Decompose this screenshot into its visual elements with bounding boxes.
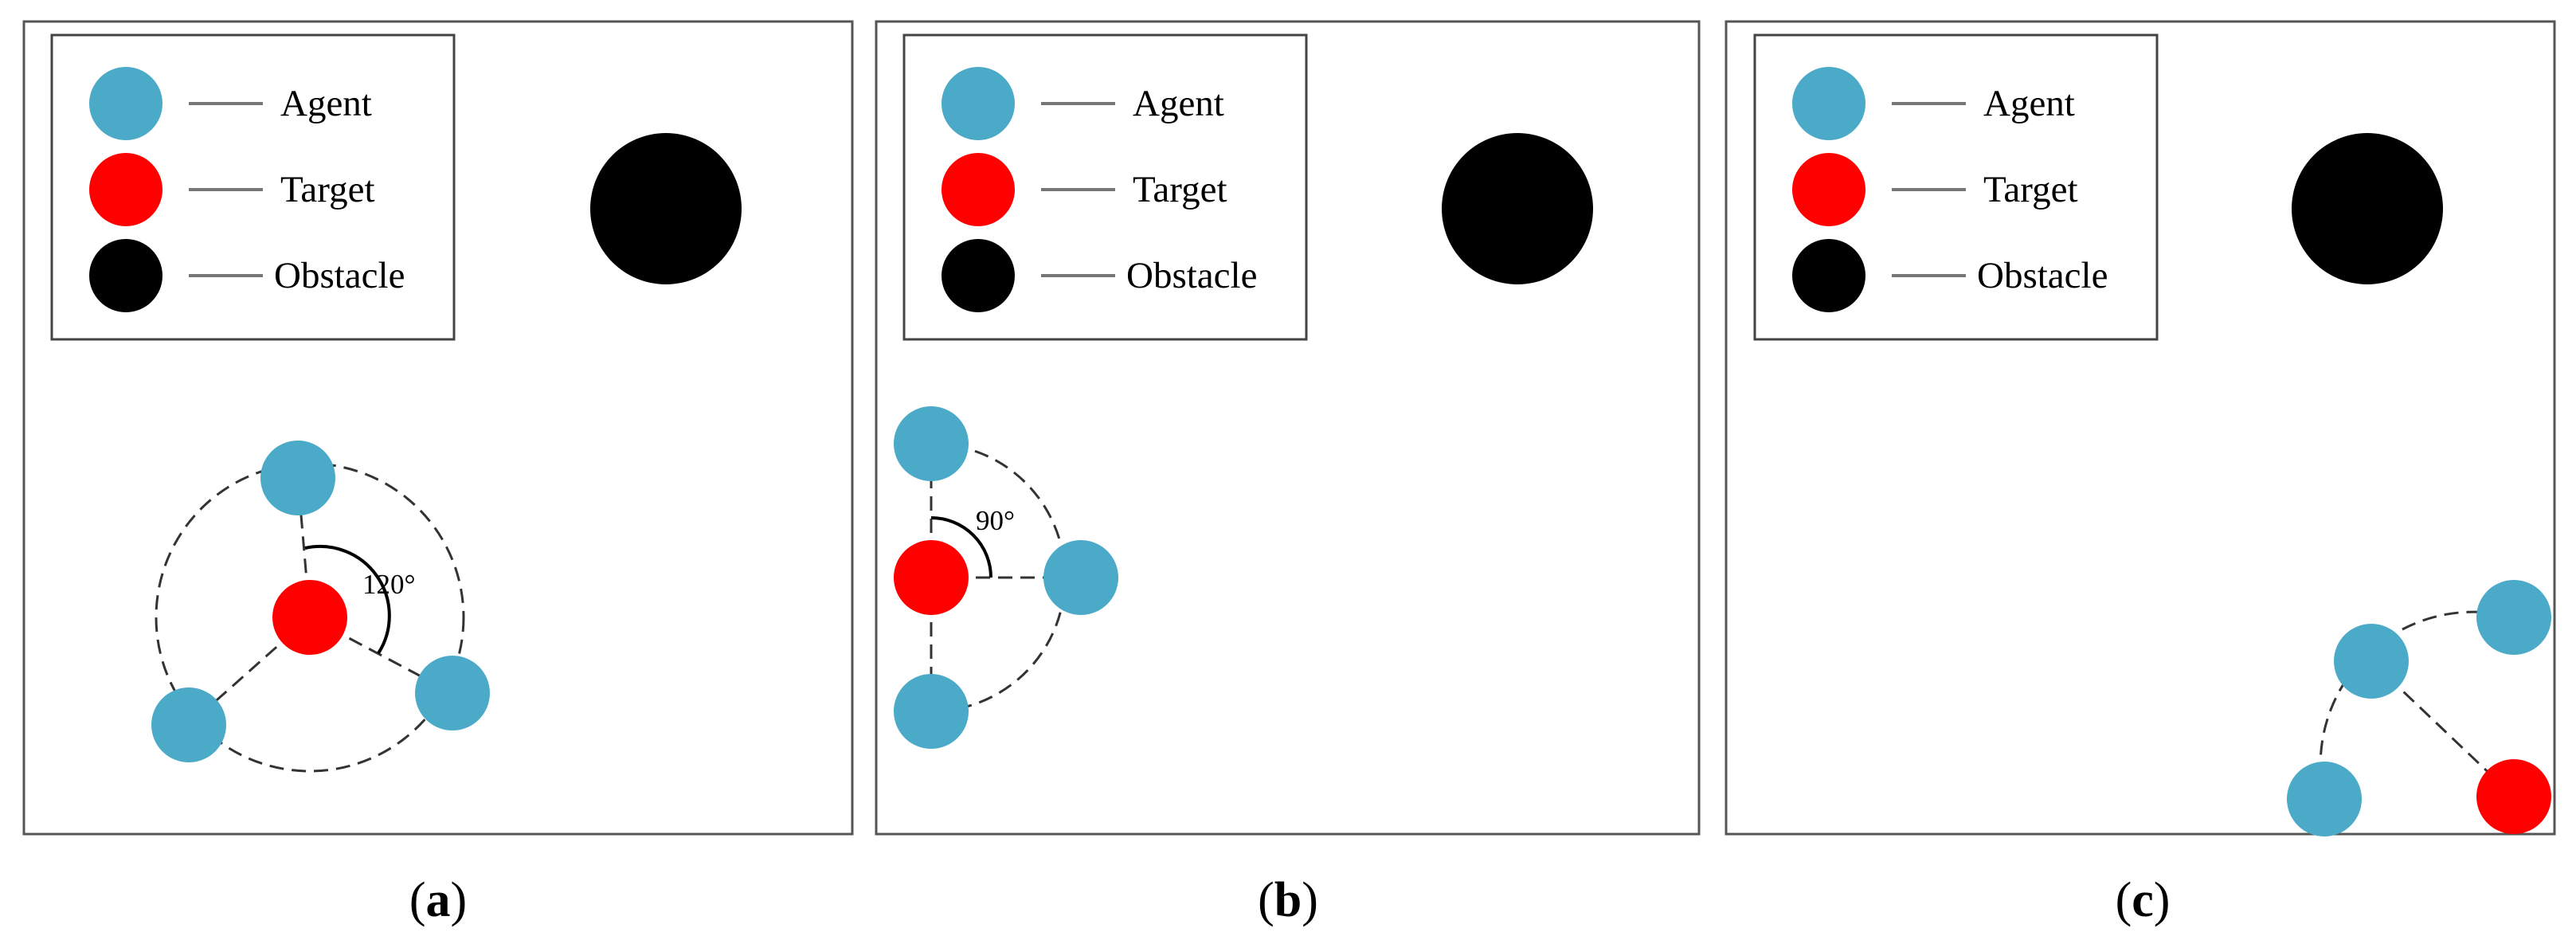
angle-arc bbox=[930, 516, 992, 578]
agent-marker bbox=[894, 674, 969, 749]
agent-marker bbox=[1043, 540, 1118, 615]
agent-marker bbox=[415, 656, 490, 731]
panel-a: Agent Target Obstacle 120° (a) bbox=[22, 20, 854, 927]
legend-target-label: Target bbox=[1133, 169, 1227, 210]
angle-label: 90° bbox=[976, 505, 1015, 536]
obstacle bbox=[2292, 133, 2443, 284]
legend-target-label: Target bbox=[1983, 169, 2078, 210]
legend-box: Agent Target Obstacle bbox=[50, 33, 456, 341]
angle-label: 120° bbox=[362, 569, 416, 600]
target-marker bbox=[894, 540, 969, 615]
legend-obstacle-label: Obstacle bbox=[1126, 255, 1257, 296]
agent-marker bbox=[2476, 580, 2551, 655]
legend-target-label: Target bbox=[280, 169, 375, 210]
target-marker bbox=[2476, 759, 2551, 834]
legend-box: Agent Target Obstacle bbox=[1753, 33, 2159, 341]
target-marker bbox=[272, 580, 347, 655]
angle-arc bbox=[304, 545, 391, 655]
obstacle bbox=[1442, 133, 1593, 284]
legend-agent-label: Agent bbox=[1133, 83, 1224, 124]
legend-target-marker bbox=[89, 153, 162, 226]
legend-obstacle-marker bbox=[1792, 239, 1865, 312]
panel-b: Agent Target Obstacle 90° (b) bbox=[875, 20, 1701, 927]
legend-obstacle-label: Obstacle bbox=[274, 255, 405, 296]
agent-marker bbox=[260, 441, 335, 515]
legend-obstacle-label: Obstacle bbox=[1977, 255, 2108, 296]
agent-marker bbox=[894, 406, 969, 481]
legend-agent-marker bbox=[89, 67, 162, 140]
legend-obstacle-marker bbox=[942, 239, 1015, 312]
legend-box: Agent Target Obstacle bbox=[902, 33, 1308, 341]
legend-target-marker bbox=[1792, 153, 1865, 226]
legend-agent-marker bbox=[942, 67, 1015, 140]
legend-agent-label: Agent bbox=[280, 83, 372, 124]
caption-b: (b) bbox=[1258, 873, 1318, 927]
caption-c: (c) bbox=[2116, 873, 2171, 927]
obstacle bbox=[590, 133, 742, 284]
legend-agent-marker bbox=[1792, 67, 1865, 140]
agent-marker bbox=[151, 687, 226, 762]
panel-c: Agent Target Obstacle (c) bbox=[1725, 20, 2556, 927]
legend-obstacle-marker bbox=[89, 239, 162, 312]
agent-marker bbox=[2287, 762, 2362, 836]
caption-a: (a) bbox=[409, 873, 467, 927]
agent-marker bbox=[2334, 624, 2409, 699]
legend-target-marker bbox=[942, 153, 1015, 226]
legend-agent-label: Agent bbox=[1983, 83, 2075, 124]
